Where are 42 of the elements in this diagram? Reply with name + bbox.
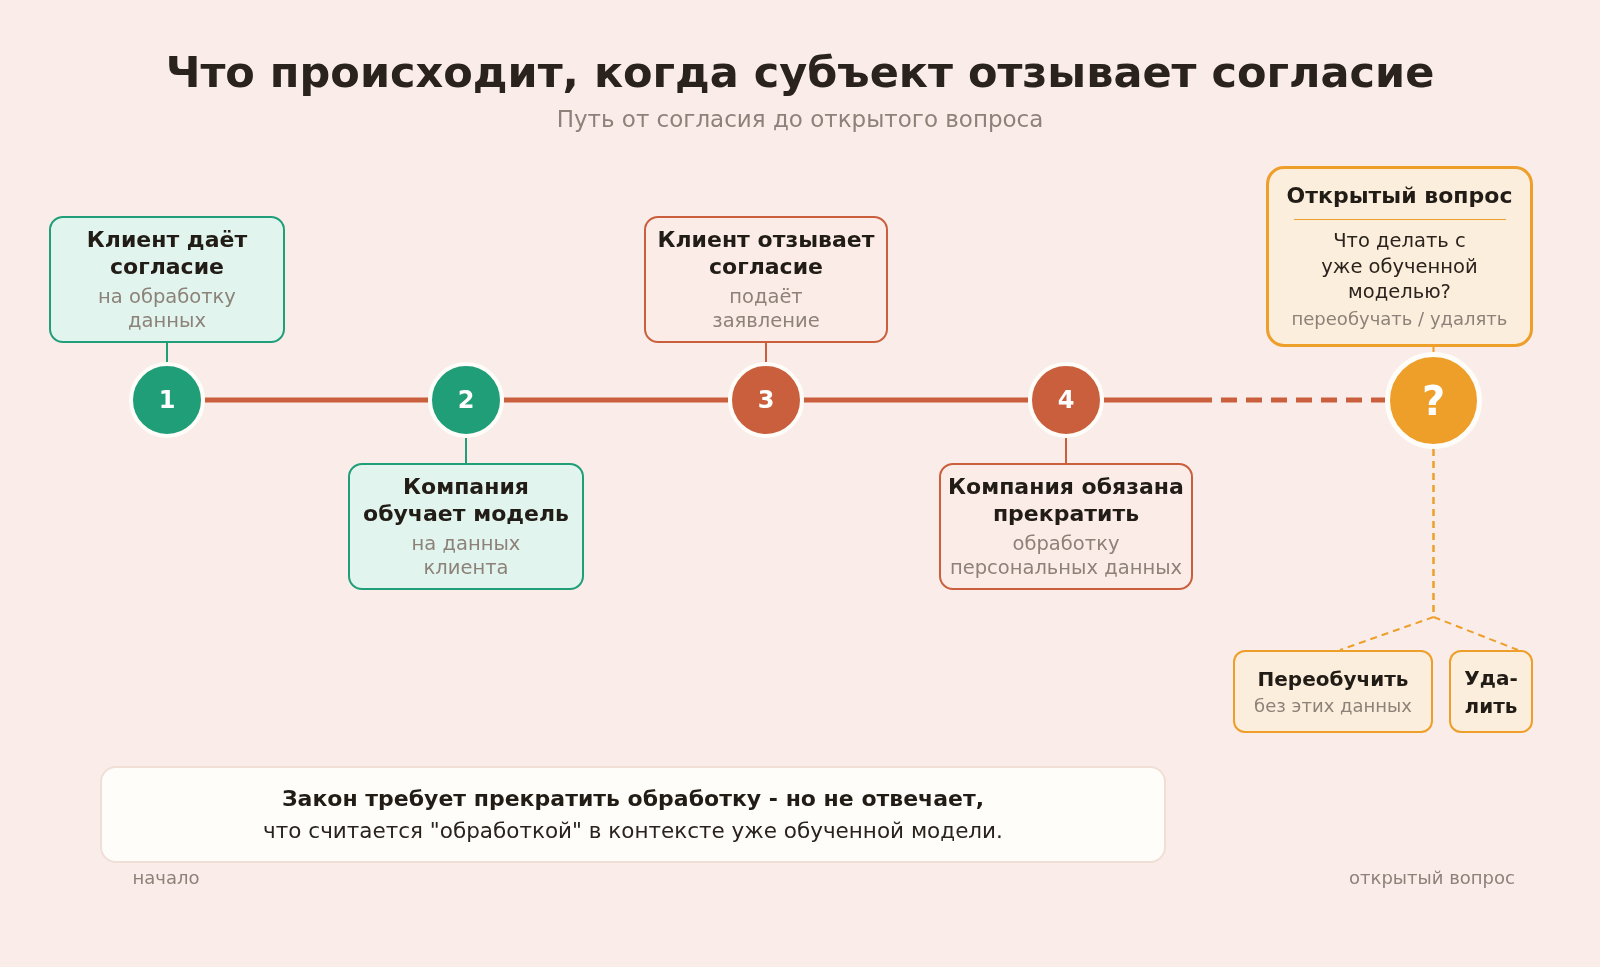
step-number: 3 xyxy=(757,388,775,412)
title: Что происходит, когда субъект отзывает согласие xyxy=(164,47,1436,99)
question-mark: ? xyxy=(1421,380,1446,421)
card-note: на данных клиента xyxy=(410,531,522,581)
card-note: на обработку данных xyxy=(97,284,237,334)
option-card xyxy=(1449,650,1533,733)
card-note: обработку персональных данных xyxy=(948,531,1184,581)
event-card xyxy=(348,463,584,590)
option-title: Переобучить xyxy=(1257,665,1409,693)
card-title: Клиент отзывает согласие xyxy=(656,225,876,281)
connector-line xyxy=(1432,346,1435,353)
connector-line xyxy=(1065,437,1067,464)
question-text: Что делать с уже обученной моделью? xyxy=(1320,228,1479,305)
timeline-end-label: открытый вопрос xyxy=(1349,866,1515,890)
option-note: без этих данных xyxy=(1254,693,1412,718)
option-card xyxy=(1233,650,1433,733)
step-number: 2 xyxy=(457,388,475,412)
timeline-line xyxy=(205,397,428,403)
event-card xyxy=(49,216,285,343)
step-number: 4 xyxy=(1057,388,1075,412)
dashed-connector xyxy=(1104,397,1385,403)
card-note: переобучать / удалять xyxy=(1291,307,1508,331)
question-card xyxy=(1266,166,1533,347)
option-title: Уда- лить xyxy=(1463,664,1519,720)
event-card xyxy=(939,463,1193,590)
subtitle: Путь от согласия до открытого вопроса xyxy=(555,105,1045,134)
card-title: Открытый вопрос xyxy=(1286,182,1513,211)
note-card xyxy=(100,766,1166,863)
event-card xyxy=(644,216,888,343)
step-number: 1 xyxy=(158,388,176,412)
connector-line xyxy=(166,342,168,363)
card-title: Клиент даёт согласие xyxy=(85,225,249,281)
note-text: что считается "обработкой" в контексте уже обученной модели. xyxy=(263,816,1003,845)
note-heading: Закон требует прекратить обработку - но не отвечает, xyxy=(281,784,985,813)
connector-line xyxy=(765,342,767,363)
connector-line xyxy=(465,437,467,464)
timeline-start-label: начало xyxy=(132,866,200,890)
card-title: Компания обязана прекратить xyxy=(947,472,1185,528)
timeline-line xyxy=(504,397,728,403)
card-title: Компания обучает модель xyxy=(362,472,570,528)
card-note: подаёт заявление xyxy=(711,284,821,334)
timeline-line xyxy=(804,397,1028,403)
